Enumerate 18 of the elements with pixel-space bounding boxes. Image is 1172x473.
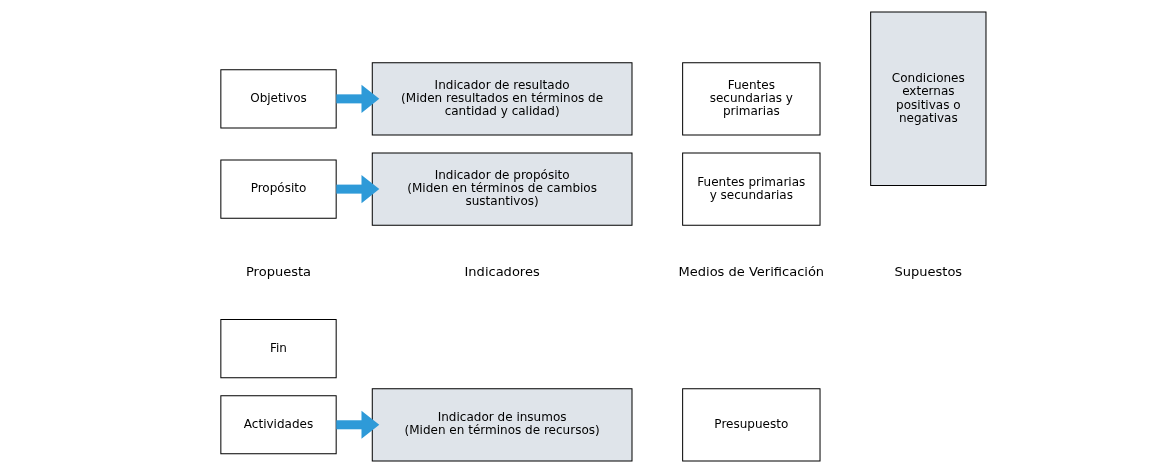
- node-box: Fuentes secundarias y primarias: [682, 62, 821, 136]
- node-box: Presupuesto: [682, 388, 821, 462]
- node-box: Fuentes primarias y secundarias: [682, 152, 821, 226]
- node-box: Indicador de insumos (Miden en términos de recursos): [371, 388, 633, 462]
- label: Medios de Verificación: [678, 263, 825, 279]
- arrow: [336, 410, 380, 439]
- node-box: Propósito: [220, 159, 337, 219]
- node-box: Condiciones externas positivas o negativas: [870, 11, 987, 187]
- node-box: Objetivos: [220, 69, 337, 129]
- arrow: [336, 84, 380, 113]
- node-box: Actividades: [220, 395, 337, 455]
- arrow: [336, 175, 380, 204]
- node-box: Indicador de propósito (Miden en términos de cambios sustantivos): [371, 152, 633, 226]
- label: Supuestos: [894, 263, 963, 279]
- label: Indicadores: [464, 263, 540, 279]
- node-box: Indicador de resultado (Miden resultados en términos de cantidad y calidad): [371, 62, 633, 136]
- node-box: Fin: [220, 319, 337, 379]
- label: Propuesta: [245, 263, 312, 279]
